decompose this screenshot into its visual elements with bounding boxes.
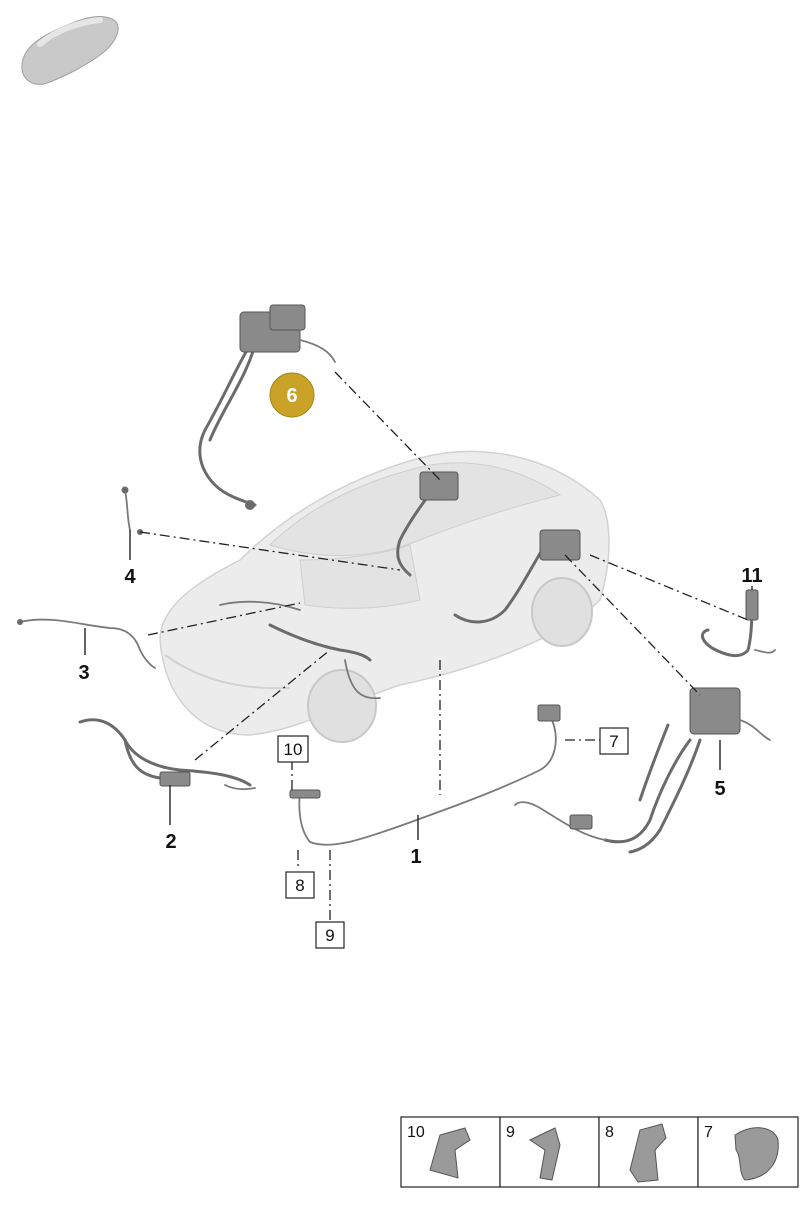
callout-1[interactable]: 1 [410,846,421,868]
harness-1[interactable] [289,704,561,846]
bracket-part-icon [528,1127,561,1181]
legend-item-9[interactable]: 9 [506,1124,561,1181]
association-lines [139,371,749,920]
harness-4[interactable] [121,486,144,536]
legend-item-10-label: 10 [407,1124,425,1141]
clip-part-icon [429,1127,471,1179]
boxed-callout-8[interactable]: 8 [285,871,315,899]
boxed-callout-7-label: 7 [609,732,618,751]
callout-6-label: 6 [286,385,297,407]
car-silhouette [159,450,610,743]
boxed-callout-10-label: 10 [284,740,303,759]
boxed-callout-8-label: 8 [295,876,304,895]
callout-11[interactable]: 11 [741,565,762,587]
harness-2[interactable] [78,718,256,791]
grommet-part-icon [734,1127,779,1181]
callout-5[interactable]: 5 [714,778,725,800]
legend-item-9-label: 9 [506,1124,515,1141]
parts-legend: 10 9 8 7 [400,1116,799,1188]
car-thumbnail-icon[interactable] [21,16,119,85]
callout-3[interactable]: 3 [78,662,89,684]
boxed-callout-9-label: 9 [325,926,334,945]
legend-item-7-label: 7 [704,1124,713,1141]
callout-4[interactable]: 4 [124,566,136,588]
harness-5[interactable] [514,687,771,854]
harness-6[interactable] [198,304,336,510]
harness-3[interactable] [17,618,156,669]
harness-11[interactable] [701,589,776,658]
boxed-callout-9[interactable]: 9 [315,921,345,949]
callout-6[interactable]: 6 [269,372,315,418]
callout-2[interactable]: 2 [165,831,176,853]
legend-item-7[interactable]: 7 [704,1124,779,1181]
holder-part-icon [629,1123,667,1183]
boxed-callout-10[interactable]: 10 [277,735,309,763]
legend-item-10[interactable]: 10 [407,1124,471,1179]
boxed-callout-7[interactable]: 7 [599,727,629,755]
harness-installed [219,471,581,700]
legend-item-8[interactable]: 8 [605,1123,667,1183]
leader-lines [84,530,753,840]
legend-item-8-label: 8 [605,1124,614,1141]
